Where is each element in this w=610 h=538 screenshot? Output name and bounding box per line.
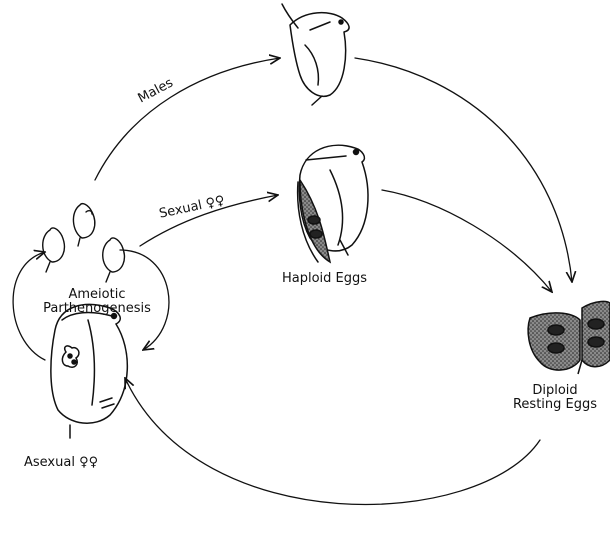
label-ameiotic-parthenogenesis: Ameiotic Parthenogenesis xyxy=(22,288,172,317)
label-asexual-females: Asexual ♀♀ xyxy=(24,456,98,470)
label-parthenogenesis: Parthenogenesis xyxy=(22,302,172,316)
label-resting-eggs: Resting Eggs xyxy=(500,398,610,412)
asexual-female-icon xyxy=(51,304,127,438)
male-daphnia-icon xyxy=(282,4,349,105)
label-ameiotic: Ameiotic xyxy=(22,288,172,302)
label-diploid: Diploid xyxy=(500,384,610,398)
label-haploid-eggs: Haploid Eggs xyxy=(282,272,367,286)
parthenogenetic-offspring-icon xyxy=(43,204,125,282)
resting-eggs-icon xyxy=(528,301,610,374)
arrow-to-males xyxy=(95,58,280,180)
arrow-haploid-to-resting xyxy=(382,190,552,292)
sexual-female-icon xyxy=(298,145,368,262)
arrow-males-to-resting xyxy=(355,58,572,282)
label-diploid-resting-eggs: Diploid Resting Eggs xyxy=(500,384,610,413)
arrow-resting-to-asexual xyxy=(125,378,540,505)
